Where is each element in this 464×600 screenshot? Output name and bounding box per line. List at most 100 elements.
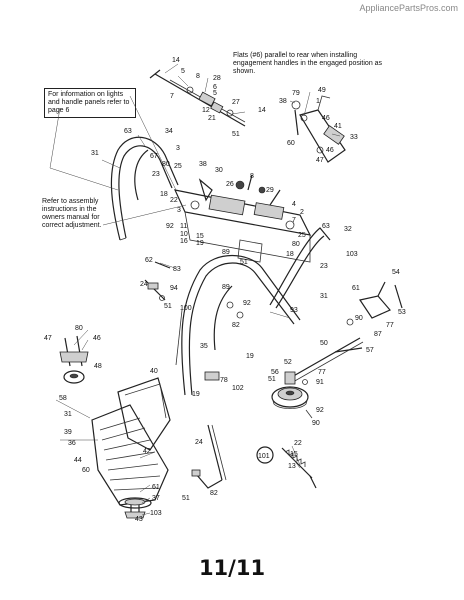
callout: 51 xyxy=(182,495,190,502)
callout: 7 xyxy=(292,217,296,224)
callout: 103 xyxy=(346,251,358,258)
leader-lines xyxy=(49,63,341,516)
lower-handle-assembly xyxy=(175,227,331,396)
callout: 102 xyxy=(232,385,244,392)
callout: 35 xyxy=(200,343,208,350)
callout: 51 xyxy=(164,303,172,310)
callout: 19 xyxy=(196,240,204,247)
callout: 23 xyxy=(152,171,160,178)
callout: 89 xyxy=(222,249,230,256)
callout: 54 xyxy=(392,269,400,276)
callout: 50 xyxy=(320,340,328,347)
assembly-note: Refer to assembly instructions in the ow… xyxy=(42,198,102,229)
callout: 15 xyxy=(290,451,298,458)
callout: 53 xyxy=(398,309,406,316)
callout: 90 xyxy=(312,420,320,427)
callout: 40 xyxy=(150,368,158,375)
callout: 28 xyxy=(213,75,221,82)
left-linkage xyxy=(144,261,171,301)
callout: 79 xyxy=(292,90,300,97)
callout: 24 xyxy=(140,281,148,288)
callout: 31 xyxy=(91,150,99,157)
chute-assembly xyxy=(91,377,171,519)
callout: 47 xyxy=(44,335,52,342)
callout: 93 xyxy=(290,307,298,314)
callout: 90 xyxy=(355,315,363,322)
right-bracket-assembly xyxy=(291,95,346,163)
callout: 26 xyxy=(226,181,234,188)
callout: 38 xyxy=(199,161,207,168)
callout: 92 xyxy=(316,407,324,414)
callout: 3 xyxy=(177,207,181,214)
callout: 3 xyxy=(176,145,180,152)
callout: 77 xyxy=(318,369,326,376)
callout: 67 xyxy=(150,153,158,160)
callout: 49 xyxy=(318,87,326,94)
callout: 33 xyxy=(350,134,358,141)
callout: 30 xyxy=(215,167,223,174)
callout: 12 xyxy=(202,107,210,114)
callout: 57 xyxy=(366,347,374,354)
callout: 37 xyxy=(152,495,160,502)
callout: 8 xyxy=(250,173,254,180)
callout: 39 xyxy=(64,429,72,436)
callout: 51 xyxy=(232,131,240,138)
callout: 14 xyxy=(172,57,180,64)
callout: 103 xyxy=(150,510,162,517)
callout: 77 xyxy=(386,322,394,329)
callout: 27 xyxy=(232,99,240,106)
callout: 60 xyxy=(287,140,295,147)
callout-labels: 14 5 8 28 6 7 5 12 27 14 21 51 79 49 38 … xyxy=(44,57,406,523)
callout: 4 xyxy=(292,201,296,208)
callout: 92 xyxy=(166,223,174,230)
callout: 78 xyxy=(220,377,228,384)
callout: 41 xyxy=(334,123,342,130)
callout: 6 xyxy=(213,84,217,91)
callout: 38 xyxy=(279,98,287,105)
callout: 89 xyxy=(222,284,230,291)
left-shaft-bracket xyxy=(59,335,89,384)
callout: 46 xyxy=(93,335,101,342)
callout: 51 xyxy=(268,376,276,383)
callout: 5 xyxy=(213,90,217,97)
callout: 10 xyxy=(180,231,188,238)
callout: 7 xyxy=(170,93,174,100)
flats-note: Flats (#6) parallel to rear when install… xyxy=(233,52,383,75)
callout: 101 xyxy=(258,453,270,460)
callout: 51 xyxy=(240,259,248,266)
callout: 18 xyxy=(286,251,294,258)
callout: 94 xyxy=(170,285,178,292)
callout: 80 xyxy=(162,161,170,168)
callout: 42 xyxy=(143,448,151,455)
callout: 32 xyxy=(344,226,352,233)
callout: 24 xyxy=(195,439,203,446)
callout: 100 xyxy=(180,305,192,312)
callout: 22 xyxy=(170,197,178,204)
watermark-text: AppliancePartsPros.com xyxy=(359,3,458,13)
callout: 19 xyxy=(192,391,200,398)
callout: 48 xyxy=(94,363,102,370)
right-rod-linkage xyxy=(289,281,403,383)
callout: 82 xyxy=(210,490,218,497)
callout: 11 xyxy=(180,223,187,230)
callout: 21 xyxy=(208,115,216,122)
callout: 16 xyxy=(180,238,188,245)
callout: 15 xyxy=(196,233,204,240)
callout: 2 xyxy=(300,209,304,216)
callout: 63 xyxy=(124,128,132,135)
callout: 36 xyxy=(68,440,76,447)
callout: 44 xyxy=(74,457,82,464)
callout: 5 xyxy=(181,68,185,75)
page-number: 11/11 xyxy=(198,556,266,580)
callout: 61 xyxy=(352,285,360,292)
callout: 47 xyxy=(316,157,324,164)
callout: 19 xyxy=(246,353,254,360)
callout: 14 xyxy=(258,107,266,114)
callout: 8 xyxy=(196,73,200,80)
main-frame xyxy=(173,174,312,263)
callout: 83 xyxy=(173,266,181,273)
upper-handle-left xyxy=(110,136,179,241)
callout: 22 xyxy=(294,440,302,447)
right-pulley-assembly xyxy=(271,371,313,419)
callout: 56 xyxy=(271,369,279,376)
